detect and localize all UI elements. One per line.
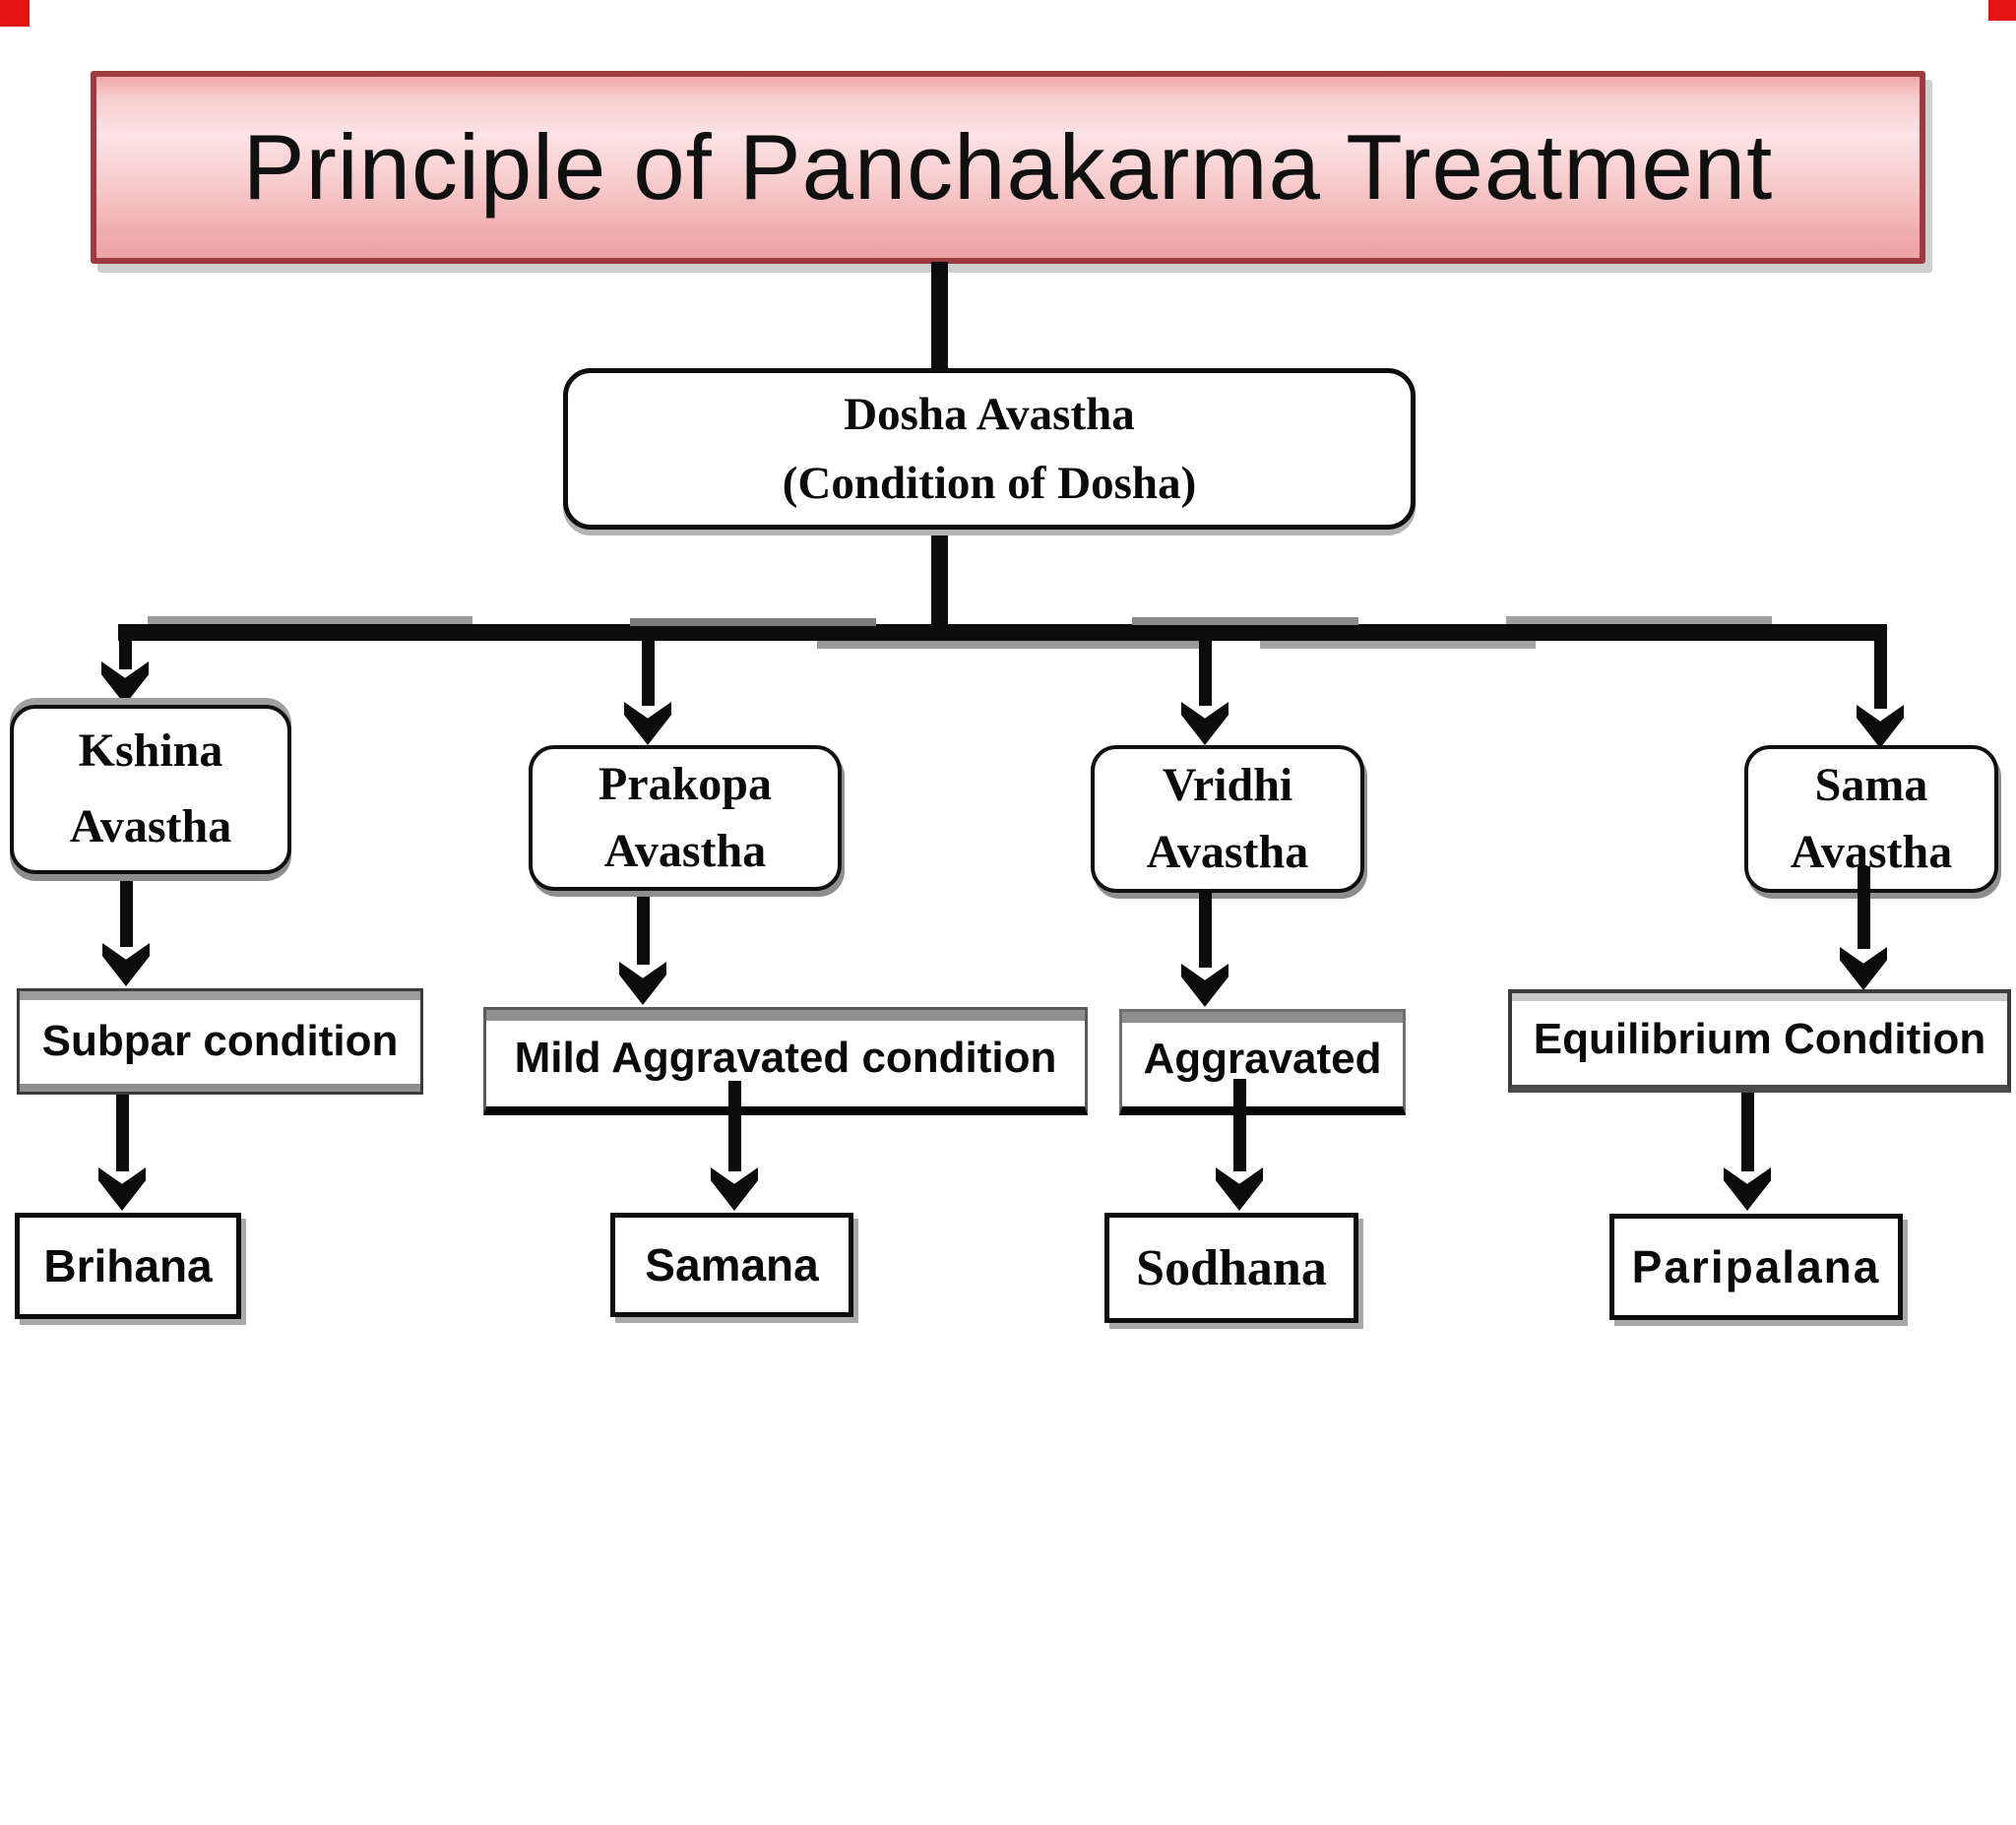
node-paripalana: Paripalana bbox=[1609, 1214, 1903, 1320]
bar-streak bbox=[1260, 641, 1536, 649]
aggravated-label: Aggravated bbox=[1143, 1035, 1382, 1083]
node-vridhi-avastha: Vridhi Avastha bbox=[1091, 745, 1364, 893]
equilibrium-label: Equilibrium Condition bbox=[1533, 1014, 1986, 1063]
arrowhead-sama-to-condition bbox=[1840, 947, 1887, 990]
node-prakopa-avastha: Prakopa Avastha bbox=[529, 745, 842, 891]
arrow-condition-to-samana bbox=[728, 1081, 741, 1171]
node-brihana: Brihana bbox=[15, 1213, 241, 1319]
prakopa-line2: Avastha bbox=[603, 825, 767, 877]
arrow-condition-to-paripalana bbox=[1741, 1091, 1754, 1171]
arrowhead-vridhi-to-condition bbox=[1181, 964, 1228, 1007]
arrowhead-kshina-to-condition bbox=[102, 943, 150, 986]
node-kshina-avastha: Kshina Avastha bbox=[10, 705, 291, 874]
arrow-prakopa-to-condition bbox=[637, 886, 650, 965]
bar-streak bbox=[817, 641, 1211, 649]
paripalana-label: Paripalana bbox=[1631, 1241, 1881, 1292]
vridhi-line2: Avastha bbox=[1146, 826, 1309, 878]
arrowhead-bar-to-sama bbox=[1857, 705, 1904, 748]
bar-streak bbox=[630, 618, 876, 626]
node-dosha-avastha: Dosha Avastha (Condition of Dosha) bbox=[563, 368, 1416, 530]
node-samana: Samana bbox=[610, 1213, 853, 1317]
bar-streak bbox=[1506, 616, 1772, 624]
arrowhead-condition-to-brihana bbox=[98, 1167, 146, 1211]
prakopa-line1: Prakopa bbox=[598, 757, 772, 810]
arrow-condition-to-brihana bbox=[116, 1093, 129, 1171]
arrow-bar-to-sama bbox=[1874, 630, 1887, 709]
arrow-sama-to-condition bbox=[1858, 866, 1870, 949]
red-corner-artifact-right bbox=[1988, 0, 2016, 21]
root-label-line2: (Condition of Dosha) bbox=[782, 458, 1197, 509]
arrow-bar-to-prakopa bbox=[642, 635, 655, 706]
sama-line2: Avastha bbox=[1790, 826, 1953, 878]
kshina-line2: Avastha bbox=[69, 800, 232, 852]
arrow-bar-to-vridhi bbox=[1199, 635, 1212, 706]
subpar-label: Subpar condition bbox=[41, 1017, 399, 1065]
arrowhead-prakopa-to-condition bbox=[619, 962, 666, 1005]
page-title: Principle of Panchakarma Treatment bbox=[242, 115, 1774, 219]
samana-label: Samana bbox=[645, 1239, 819, 1290]
branch-bar bbox=[118, 624, 1887, 641]
connector-title-to-root bbox=[931, 262, 948, 372]
arrowhead-bar-to-vridhi bbox=[1181, 702, 1228, 745]
node-mild-aggravated-condition: Mild Aggravated condition bbox=[483, 1007, 1088, 1115]
connector-root-to-bar bbox=[931, 528, 948, 628]
node-sodhana: Sodhana bbox=[1104, 1213, 1358, 1323]
sama-line1: Sama bbox=[1814, 758, 1928, 811]
arrow-kshina-to-condition bbox=[120, 872, 133, 947]
arrowhead-condition-to-samana bbox=[711, 1167, 758, 1211]
arrow-bar-to-kshina bbox=[119, 630, 132, 669]
mild-label: Mild Aggravated condition bbox=[514, 1034, 1057, 1082]
root-label-line1: Dosha Avastha bbox=[844, 388, 1135, 440]
bar-streak bbox=[1132, 617, 1358, 625]
arrowhead-condition-to-paripalana bbox=[1724, 1167, 1771, 1211]
node-subpar-condition: Subpar condition bbox=[17, 988, 423, 1095]
arrow-vridhi-to-condition bbox=[1199, 889, 1212, 968]
red-corner-artifact-left bbox=[0, 0, 30, 27]
title-banner: Principle of Panchakarma Treatment bbox=[91, 71, 1925, 264]
arrow-condition-to-sodhana bbox=[1233, 1079, 1246, 1171]
arrowhead-bar-to-prakopa bbox=[624, 702, 671, 745]
brihana-label: Brihana bbox=[43, 1240, 213, 1291]
node-aggravated-condition: Aggravated bbox=[1119, 1009, 1406, 1115]
kshina-line1: Kshina bbox=[78, 724, 223, 778]
bar-streak bbox=[148, 616, 472, 624]
vridhi-line1: Vridhi bbox=[1162, 758, 1293, 811]
sodhana-label: Sodhana bbox=[1136, 1239, 1327, 1296]
node-equilibrium-condition: Equilibrium Condition bbox=[1508, 989, 2011, 1093]
node-sama-avastha: Sama Avastha bbox=[1744, 745, 1998, 893]
arrowhead-condition-to-sodhana bbox=[1216, 1167, 1263, 1211]
